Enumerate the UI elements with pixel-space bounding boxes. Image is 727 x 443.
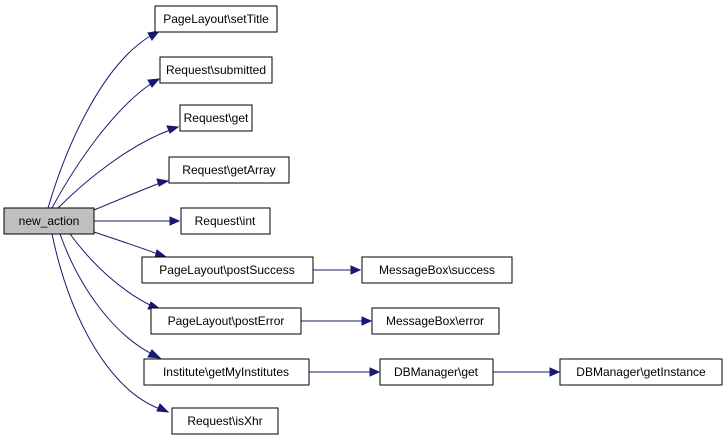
node-label: DBManager\getInstance [576, 365, 706, 379]
node-label: PageLayout\postError [168, 314, 285, 328]
node-label: MessageBox\success [379, 263, 495, 277]
edge-new-action-to-submitted [51, 78, 161, 209]
node-pagelayout-postsuccess[interactable]: PageLayout\postSuccess [141, 256, 314, 284]
node-label: new_action [19, 214, 80, 228]
node-dbmanager-get[interactable]: DBManager\get [379, 358, 494, 386]
node-request-get[interactable]: Request\get [179, 104, 253, 132]
edge-new-action-to-isxhr [51, 233, 170, 413]
node-request-getarray[interactable]: Request\getArray [168, 156, 290, 184]
edge-new-action-to-postsuccess [93, 231, 168, 259]
edge-new-action-to-get [57, 125, 180, 209]
edge-new-action-to-getarray [93, 178, 170, 211]
edge-getmyinstitutes-to-dbget [309, 367, 381, 377]
node-label: Request\int [195, 214, 256, 228]
node-new-action[interactable]: new_action [3, 207, 95, 235]
edge-postsuccess-to-mbsuccess [313, 265, 362, 275]
node-request-isxhr[interactable]: Request\isXhr [171, 407, 279, 435]
node-dbmanager-getinstance[interactable]: DBManager\getInstance [559, 358, 723, 386]
node-label: Request\getArray [182, 163, 275, 177]
node-label: Institute\getMyInstitutes [163, 365, 289, 379]
node-label: Request\isXhr [187, 414, 262, 428]
node-label: Request\submitted [166, 63, 266, 77]
node-request-submitted[interactable]: Request\submitted [159, 56, 273, 84]
edge-posterror-to-mberror [301, 316, 373, 326]
node-messagebox-success[interactable]: MessageBox\success [361, 256, 513, 284]
node-label: PageLayout\postSuccess [159, 263, 294, 277]
edge-new-action-to-int [94, 216, 181, 226]
node-messagebox-error[interactable]: MessageBox\error [371, 307, 500, 335]
node-pagelayout-settitle[interactable]: PageLayout\setTitle [154, 5, 278, 33]
edges [47, 30, 561, 413]
node-label: Request\get [184, 111, 249, 125]
node-label: PageLayout\setTitle [163, 12, 269, 26]
node-institute-getmyinstitutes[interactable]: Institute\getMyInstitutes [143, 358, 310, 386]
nodes: new_action PageLayout\setTitle Request\s… [3, 5, 723, 435]
edge-new-action-to-settitle [47, 30, 161, 209]
edge-dbget-to-getinstance [493, 367, 561, 377]
edge-new-action-to-getmyinstitutes [59, 233, 162, 359]
node-request-int[interactable]: Request\int [180, 207, 271, 235]
node-pagelayout-posterror[interactable]: PageLayout\postError [150, 307, 302, 335]
node-label: MessageBox\error [386, 314, 484, 328]
node-label: DBManager\get [394, 365, 479, 379]
